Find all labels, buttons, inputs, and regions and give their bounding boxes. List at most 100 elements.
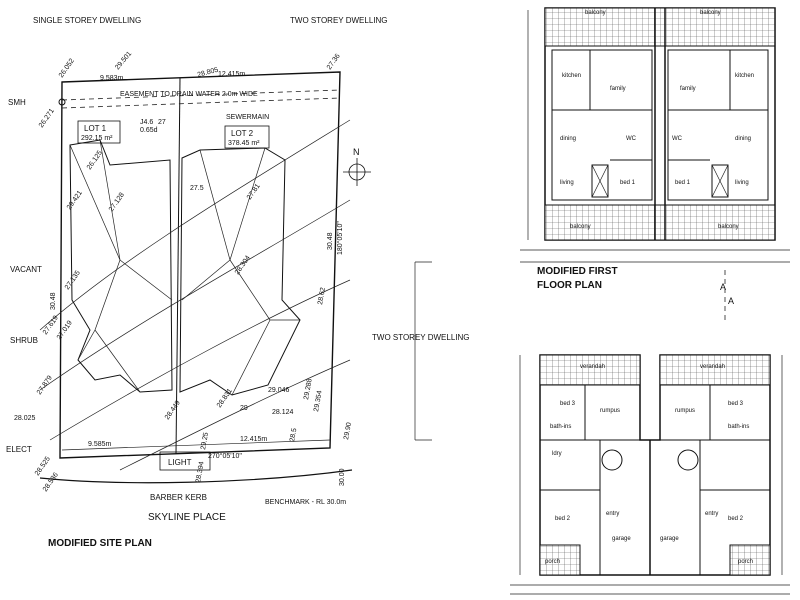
- spot-level: 27.019: [56, 320, 74, 342]
- room-label: bed 2: [728, 516, 744, 522]
- first-floor-plan: balcony balcony kitchen family family ki…: [520, 7, 790, 291]
- kerb-line: [39, 469, 353, 484]
- lot-2-area: 378.45 m²: [228, 140, 260, 147]
- room-label: bath-ins: [728, 424, 749, 430]
- spot-level: 28.025: [14, 415, 36, 422]
- site-plan: SINGLE STOREY DWELLING TWO STOREY DWELLI…: [6, 16, 470, 549]
- room-label: garage: [660, 536, 679, 542]
- neighbour-west: VACANT: [10, 265, 42, 274]
- sewermain-line: [61, 97, 341, 109]
- spot-level: 28.394: [195, 461, 206, 483]
- spot-level: 27: [158, 119, 166, 126]
- spot-levels: 26.052 29.501 28.805 27.36 26.271 27 27.…: [14, 50, 353, 493]
- room-label: dining: [560, 136, 576, 142]
- contour-line: [39, 119, 351, 331]
- light-pole-box: [159, 451, 211, 471]
- room-label: garage: [612, 536, 631, 542]
- section-label: A: [720, 282, 726, 292]
- room-label: ldry: [552, 451, 562, 457]
- shrub-label: SHRUB: [10, 336, 38, 345]
- room-label: porch: [545, 559, 560, 565]
- section-label: A: [728, 296, 734, 306]
- spot-level: 28.304: [234, 255, 252, 277]
- spot-level: 28.525: [34, 456, 52, 478]
- dim-rear-right: 12.415m: [218, 71, 245, 78]
- spot-level: 27.5: [190, 185, 204, 192]
- room-label: bed 2: [555, 516, 571, 522]
- bearing-front: 270°05'10": [208, 452, 242, 460]
- room-label: living: [735, 180, 749, 186]
- light-label: LIGHT: [168, 458, 192, 467]
- room-label: balcony: [585, 10, 606, 16]
- spot-level: 29.501: [114, 50, 133, 71]
- room-label: bath-ins: [550, 424, 571, 430]
- lot-1-box: [77, 120, 121, 144]
- room-label: family: [680, 86, 696, 92]
- room-label: entry: [606, 511, 619, 517]
- room-label: balcony: [718, 224, 739, 230]
- verandah-tiles: [659, 354, 771, 386]
- dim-side-left: 30.48: [50, 292, 57, 310]
- spiral-stair-icon: [601, 449, 623, 471]
- north-arrow-icon: N: [343, 147, 371, 186]
- lot-2-label: LOT 2: [231, 129, 254, 138]
- room-label: balcony: [570, 224, 591, 230]
- spot-level: 29.25: [200, 432, 210, 451]
- room-label: dining: [735, 136, 751, 142]
- room-label: verandah: [580, 364, 605, 370]
- unit-2-frame: [667, 49, 769, 201]
- room-label: rumpus: [675, 408, 695, 414]
- room-label: bed 3: [560, 401, 576, 407]
- spot-level: 28.62: [317, 287, 327, 306]
- verandah-tiles: [539, 354, 641, 386]
- room-label: bed 1: [675, 180, 691, 186]
- unit-1-frame: [551, 49, 653, 201]
- sewermain-label: SEWERMAIN: [226, 114, 269, 121]
- spot-level: 29.90: [343, 422, 353, 441]
- spiral-stair-icon: [677, 449, 699, 471]
- lot-1-label: LOT 1: [84, 124, 107, 133]
- spot-level: 27.135: [64, 270, 82, 292]
- spot-level: 27.619: [42, 315, 60, 337]
- dim-rear-left: 9.583m: [100, 75, 124, 82]
- spot-level: 28.449: [164, 400, 182, 422]
- section-marker: A A: [414, 261, 734, 441]
- stair-icon: [591, 164, 609, 198]
- room-label: family: [610, 86, 626, 92]
- room-label: WC: [672, 136, 683, 142]
- spot-level: 29.354: [313, 390, 324, 412]
- spot-level: 26.271: [38, 108, 56, 130]
- spot-level: 29.421: [66, 190, 84, 212]
- smh-label: SMH: [8, 98, 26, 107]
- neighbour-north-right: TWO STOREY DWELLING: [290, 16, 388, 25]
- room-label: verandah: [700, 364, 725, 370]
- room-label: bed 3: [728, 401, 744, 407]
- spot-level: 28.536: [42, 472, 60, 494]
- porch-tiles: [539, 544, 581, 576]
- dim-front-left: 9.585m: [88, 441, 112, 448]
- site-boundary: [59, 71, 341, 459]
- porch-tiles: [729, 544, 771, 576]
- contour-line: [119, 359, 351, 471]
- first-floor-title-line-2: FLOOR PLAN: [537, 280, 602, 291]
- neighbour-north-left: SINGLE STOREY DWELLING: [33, 16, 141, 25]
- contour-line: [39, 199, 351, 391]
- site-plan-title: MODIFIED SITE PLAN: [48, 538, 152, 549]
- spot-level: 27.81: [246, 183, 262, 201]
- room-label: balcony: [700, 10, 721, 16]
- first-floor-title: MODIFIED FIRST: [537, 266, 618, 277]
- spot-level: 29: [240, 405, 248, 412]
- room-label: WC: [626, 136, 637, 142]
- smh-icon: [58, 98, 66, 106]
- junction-depth: 0.65d: [140, 127, 158, 134]
- street-name: SKYLINE PLACE: [148, 512, 226, 523]
- dim-side-right: 30.48: [327, 232, 334, 250]
- room-label: kitchen: [735, 73, 754, 79]
- benchmark-label: BENCHMARK - RL 30.0m: [265, 499, 346, 506]
- stair-icon: [711, 164, 729, 198]
- spot-level: 26.052: [58, 58, 76, 80]
- elect-label: ELECT: [6, 445, 32, 454]
- roof-plan-lot-2: [179, 147, 301, 396]
- kerb-label: BARBER KERB: [150, 493, 207, 502]
